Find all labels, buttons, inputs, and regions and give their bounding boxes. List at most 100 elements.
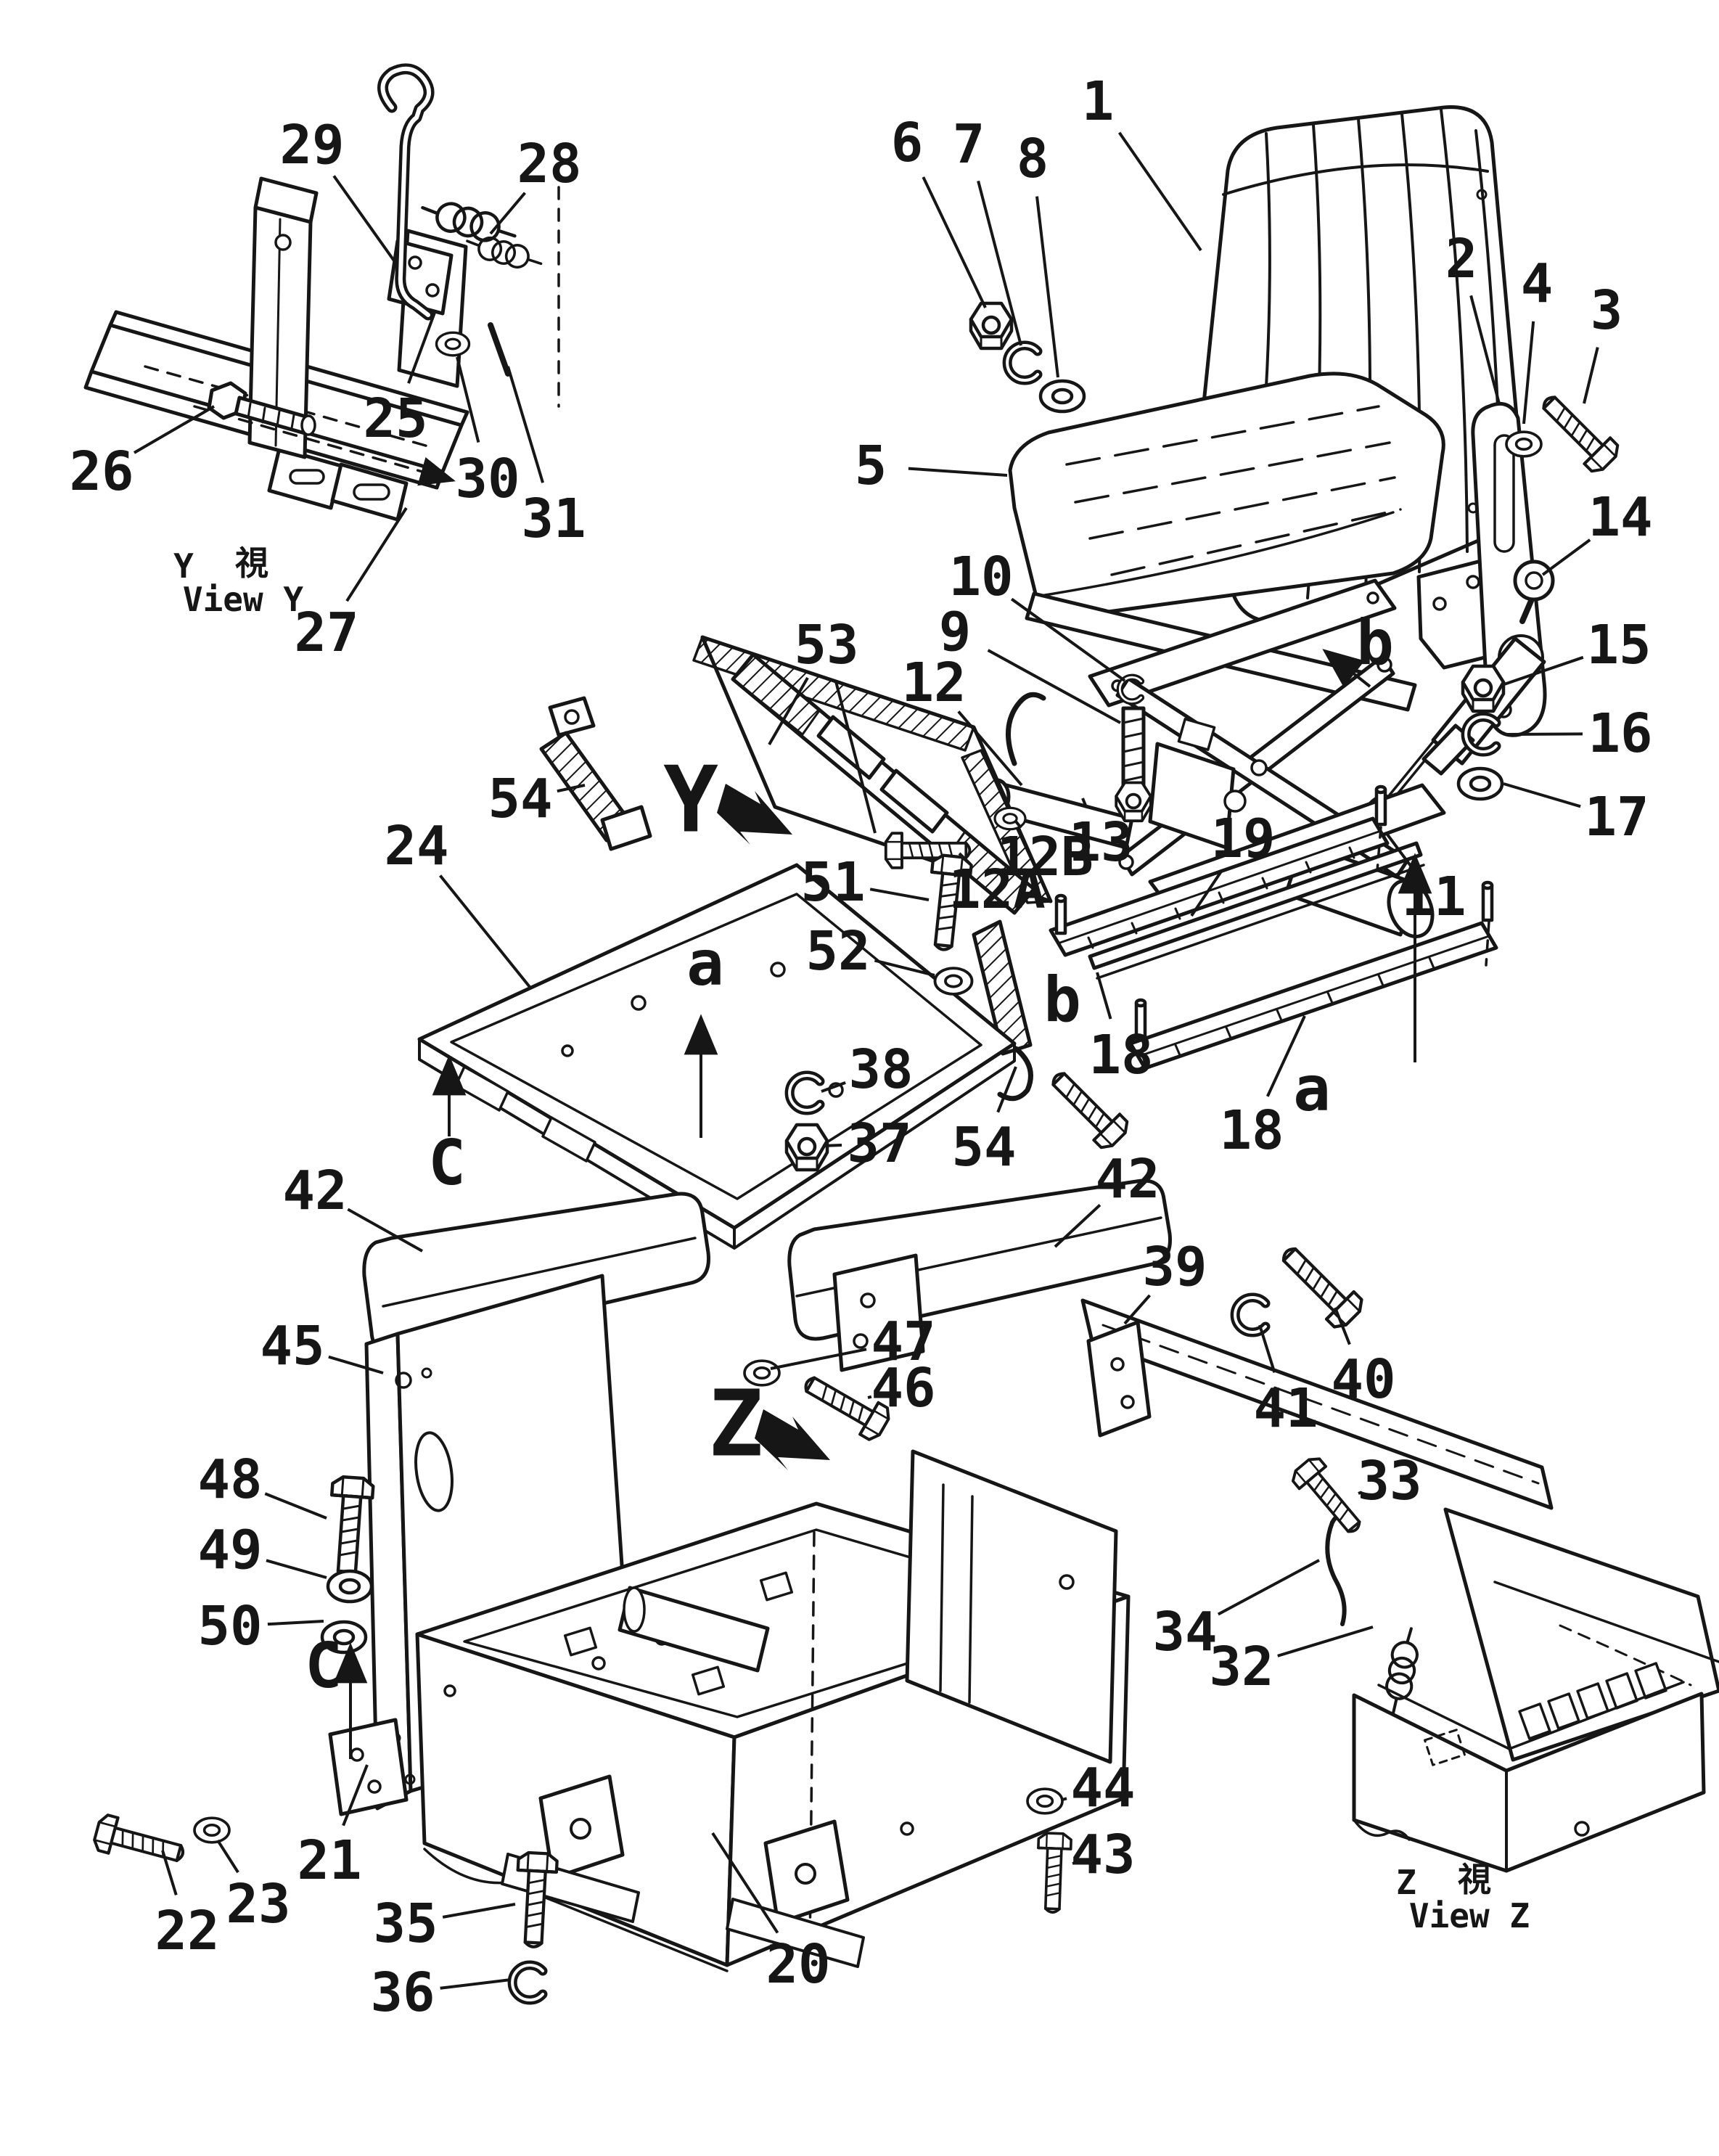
callout-26: 26 <box>69 440 134 503</box>
marker-letter-a: a <box>1293 1053 1331 1126</box>
leader-line <box>1035 196 1059 378</box>
callout-3: 3 <box>1591 279 1623 342</box>
tray-24 <box>417 863 1017 1250</box>
callout-19: 19 <box>1210 808 1275 870</box>
callout-24: 24 <box>384 815 448 877</box>
callout-34: 34 <box>1152 1601 1217 1663</box>
leader-line <box>267 1620 324 1626</box>
callout-48: 48 <box>197 1448 262 1511</box>
valve-block <box>1148 742 1236 850</box>
leader-line <box>439 874 531 988</box>
marker-letter-a: a <box>686 927 724 1000</box>
rail-stud-11 <box>1377 787 1385 824</box>
washer-4 <box>1505 430 1543 458</box>
callout-40: 40 <box>1331 1348 1395 1411</box>
marker-letter-Y: Y <box>663 747 718 853</box>
line-art <box>83 63 1719 2000</box>
leader-line <box>867 1395 872 1399</box>
leader-line <box>1522 321 1535 425</box>
callout-36: 36 <box>370 1962 435 2024</box>
leader-line <box>1503 782 1581 808</box>
latch-wire-34 <box>1325 1520 1347 1626</box>
callout-42: 42 <box>282 1160 347 1222</box>
leader-line <box>407 310 437 384</box>
leader-line <box>1062 1797 1067 1801</box>
marker-letter-C: C <box>305 1630 342 1702</box>
leader-line <box>264 1492 327 1520</box>
callout-51: 51 <box>800 851 865 914</box>
callout-50: 50 <box>197 1595 262 1657</box>
leader-line <box>1054 1203 1101 1248</box>
seat-cushion <box>1008 372 1498 712</box>
callout-17: 17 <box>1584 786 1649 848</box>
leader-line <box>345 507 408 602</box>
leader-line <box>1334 1307 1351 1345</box>
callout-54: 54 <box>951 1116 1016 1179</box>
bolt-3 <box>1533 387 1622 475</box>
callout-54: 54 <box>488 768 552 830</box>
leader-line <box>922 176 987 308</box>
bolt-43 <box>1035 1831 1073 1914</box>
leader-line <box>958 852 971 865</box>
callout-20: 20 <box>766 1933 830 1996</box>
leader-line <box>1265 1015 1306 1097</box>
leader-line <box>557 784 586 793</box>
leader-line <box>869 888 930 901</box>
callout-8: 8 <box>1017 128 1049 190</box>
leader-line <box>822 1144 842 1147</box>
callout-38: 38 <box>848 1038 913 1101</box>
callout-27: 27 <box>294 602 358 664</box>
leader-line <box>347 1208 423 1253</box>
leader-line <box>1583 347 1599 404</box>
view-z-assembly <box>1325 1507 1719 1873</box>
callout-37: 37 <box>847 1112 911 1175</box>
leader-line <box>1081 798 1088 808</box>
callout-52: 52 <box>805 920 870 983</box>
callout-41: 41 <box>1253 1377 1318 1440</box>
leader-line <box>489 192 526 235</box>
callout-42: 42 <box>1095 1148 1160 1210</box>
leader-line <box>161 1850 178 1895</box>
leader-line <box>1190 869 1223 917</box>
bolt-48 <box>327 1476 374 1578</box>
callout-12: 12 <box>901 652 966 714</box>
callout-46: 46 <box>871 1357 935 1419</box>
marker-arrow-b <box>1322 649 1371 688</box>
callout-39: 39 <box>1142 1236 1207 1298</box>
leader-line <box>834 681 877 834</box>
callout-12A: 12A <box>948 858 1046 921</box>
callout-11: 11 <box>1401 866 1466 928</box>
marker-letter-b: b <box>1356 607 1394 679</box>
marker-letter-C: C <box>428 1127 466 1200</box>
nut-37 <box>787 1125 827 1170</box>
bolt-40 <box>1273 1238 1366 1332</box>
callout-43: 43 <box>1070 1824 1135 1886</box>
z-direction-arrow <box>755 1409 830 1470</box>
view-letter-Z: Z <box>1396 1863 1416 1902</box>
suspension-top-plate <box>1088 578 1397 708</box>
leader-line <box>332 175 397 264</box>
callout-44: 44 <box>1070 1757 1135 1819</box>
divider-panel <box>905 1449 1118 1764</box>
leader-line <box>711 1832 779 1934</box>
leader-line <box>768 677 809 745</box>
callout-30: 30 <box>455 448 520 510</box>
seat-belt-lower-54 <box>972 919 1033 1102</box>
washer-52 <box>933 967 974 996</box>
leader-line <box>1258 1324 1276 1373</box>
callout-leaders <box>133 131 1599 1990</box>
leader-line <box>908 467 1008 477</box>
bracket-21 <box>328 1718 409 1816</box>
leader-line <box>1123 1294 1152 1325</box>
nut-15 <box>1463 666 1503 711</box>
callout-9: 9 <box>939 601 972 663</box>
callout-18: 18 <box>1088 1024 1153 1086</box>
bolt-22 <box>92 1813 187 1872</box>
view-caption-Y: View Y <box>183 580 303 619</box>
washer-44 <box>1026 1787 1064 1815</box>
callout-32: 32 <box>1209 1636 1273 1698</box>
leader-line <box>977 180 1022 346</box>
callout-10: 10 <box>948 546 1013 608</box>
callout-5: 5 <box>855 435 887 497</box>
leader-line <box>957 710 1023 787</box>
